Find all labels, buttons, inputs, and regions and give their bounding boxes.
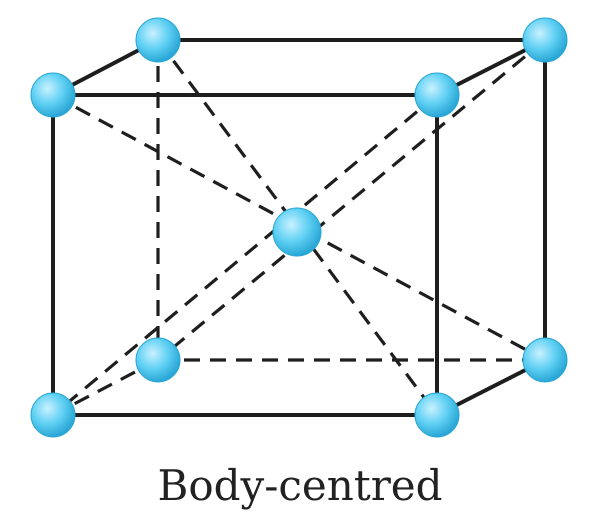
caption-body-centred: Body-centred	[157, 461, 442, 510]
atom-top-back-left	[135, 17, 181, 63]
atom-bottom-back-left	[135, 337, 181, 383]
body-diagonal-3	[156, 38, 547, 362]
atom-bottom-back-right	[522, 337, 568, 383]
body-diagonal-4	[51, 93, 439, 417]
atom-top-back-right	[522, 17, 568, 63]
atom-top-front-left	[30, 72, 76, 118]
atom-bottom-front-left	[30, 392, 76, 438]
body-diagonal-1	[52, 93, 546, 362]
atom-body-centre	[272, 207, 322, 257]
front-face	[51, 93, 439, 417]
hidden-edge-bottom-left	[52, 358, 159, 417]
atom-bottom-front-right	[414, 392, 460, 438]
atom-top-front-right	[414, 72, 460, 118]
